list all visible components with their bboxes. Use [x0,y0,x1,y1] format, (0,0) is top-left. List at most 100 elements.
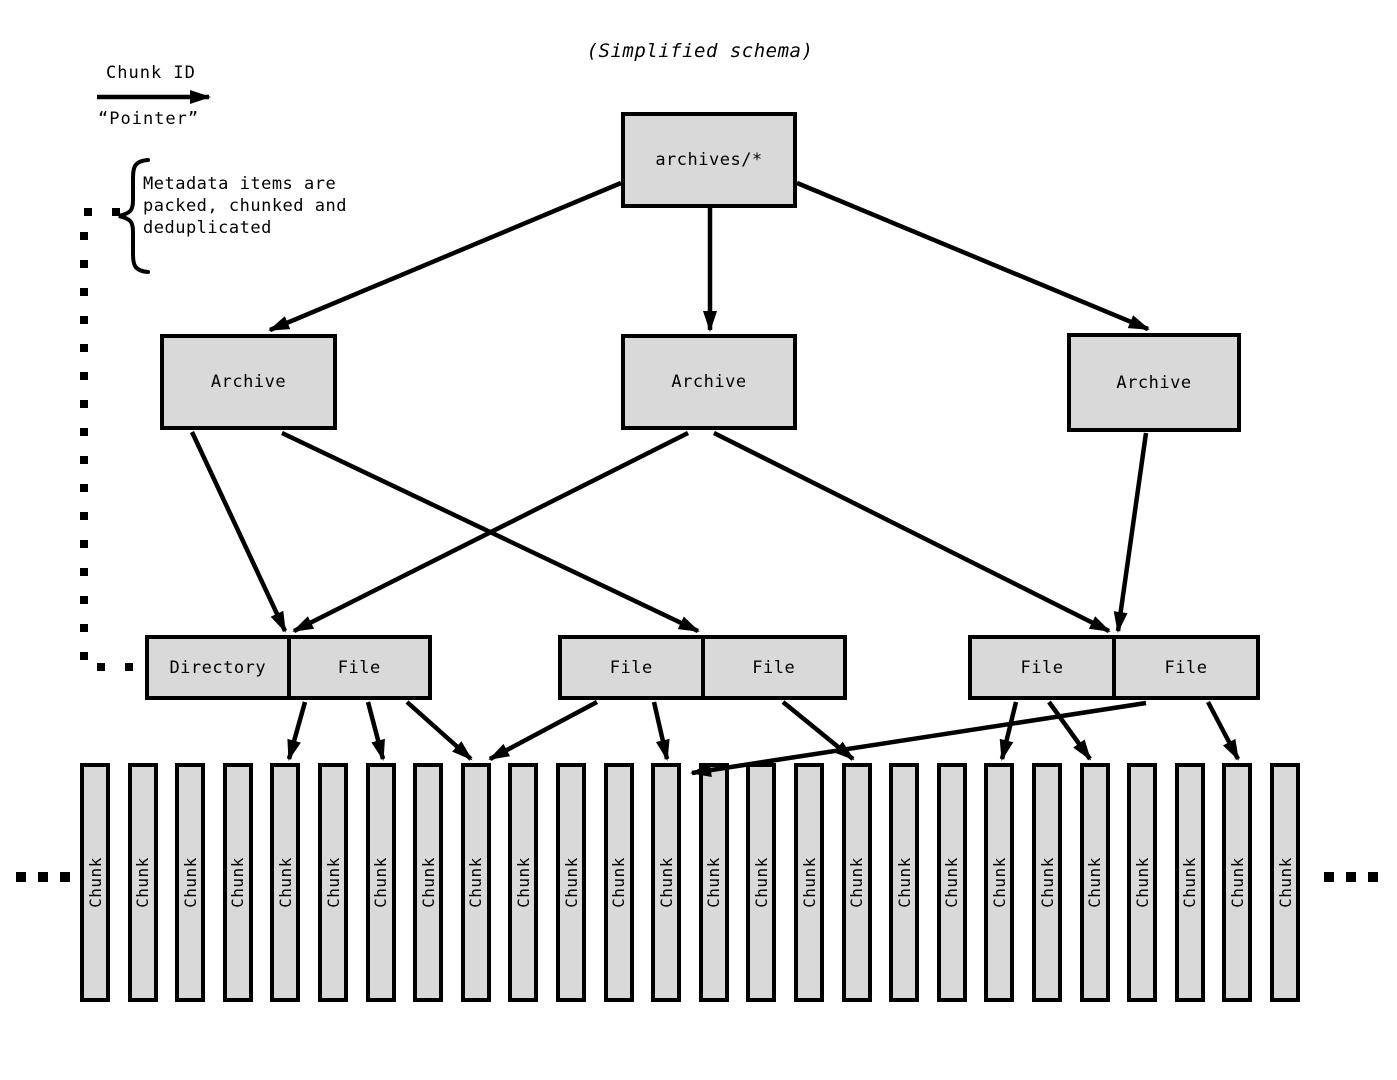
ellipsis-dot [1346,872,1356,882]
chunk-box: Chunk [794,763,824,1002]
node-file: File [1112,639,1256,696]
chunk-label: Chunk [847,857,867,908]
ellipsis-left [16,872,70,882]
dotted-connector [80,208,141,671]
node-file: File [700,639,844,696]
chunk-label: Chunk [513,857,533,908]
chunk-label: Chunk [1085,857,1105,908]
annotation-line: Metadata items are [143,174,337,194]
arrow-pair2file1-to-chunk9 [488,700,599,761]
ellipsis-dot [38,872,48,882]
ellipsis-dot [1324,872,1334,882]
chunk-label: Chunk [1275,857,1295,908]
arrow-archive2-to-pair1 [292,430,690,634]
node-file: File [286,639,429,696]
ellipsis-dot [60,872,70,882]
chunk-box: Chunk [698,763,729,1002]
ellipsis-dot [16,872,26,882]
chunk-box: Chunk [80,763,110,1002]
chunk-label: Chunk [1037,857,1057,908]
chunk-label: Chunk [894,857,914,908]
node-label: Directory [169,657,267,678]
chunk-box: Chunk [175,763,206,1002]
legend-pointer-label: “Pointer” [98,109,200,129]
chunk-box: Chunk [508,763,539,1002]
node-label: File [1020,657,1064,678]
chunk-label: Chunk [228,857,248,908]
chunk-label: Chunk [799,857,819,908]
node-directory: Directory [149,639,287,696]
chunk-box: Chunk [1032,763,1062,1002]
chunk-box: Chunk [603,763,634,1002]
chunk-box: Chunk [127,763,158,1002]
chunk-box: Chunk [222,763,253,1002]
arrow-archive1-to-pair1 [189,431,288,633]
node-archive-1: Archive [160,334,337,430]
chunk-box: Chunk [318,763,348,1002]
chunk-label: Chunk [1132,857,1152,908]
node-file: File [972,639,1112,696]
node-label: Archive [1116,372,1192,393]
chunk-box: Chunk [556,763,586,1002]
node-label: archives/* [655,150,763,170]
chunk-label: Chunk [180,857,200,908]
chunk-label: Chunk [85,857,105,908]
arrow-pair3file1-to-chunk20 [999,701,1019,761]
node-label: File [337,657,381,678]
chunk-label: Chunk [989,857,1009,908]
chunk-box: Chunk [1174,763,1205,1002]
node-archives-root: archives/* [621,112,797,208]
chunk-label: Chunk [1227,857,1247,908]
chunk-box: Chunk [936,763,967,1002]
arrow-archive1-to-pair2 [281,430,700,634]
chunk-label: Chunk [133,857,153,908]
chunk-box: Chunk [1127,763,1158,1002]
chunk-label: Chunk [656,857,676,908]
chunk-label: Chunk [751,857,771,908]
node-label: Archive [671,372,747,392]
chunk-label: Chunk [609,857,629,908]
pair-file-file-middle: File File [558,635,847,700]
chunk-label: Chunk [942,857,962,908]
node-label: File [1164,657,1208,678]
arrow-pair2file1-to-chunk13 [651,701,670,761]
chunk-box: Chunk [1222,763,1253,1002]
arrow-pair2file2-to-chunk17 [781,700,855,761]
node-archive-2: Archive [621,334,797,430]
chunk-box: Chunk [651,763,682,1002]
diagram-title: (Simplified schema) [586,40,814,62]
annotation-line: deduplicated [143,218,272,238]
chunk-box: Chunk [270,763,301,1002]
chunk-box: Chunk [1079,763,1110,1002]
metadata-annotation: Metadata items are packed, chunked and d… [143,173,347,239]
chunk-label: Chunk [466,857,486,908]
node-label: File [609,657,653,678]
chunk-box: Chunk [889,763,920,1002]
pair-directory-file: Directory File [145,635,432,700]
arrow-pair3file1-to-chunk22 [1047,700,1092,761]
chunk-box: Chunk [746,763,777,1002]
node-label: Archive [210,372,287,392]
chunk-box: Chunk [365,763,396,1002]
node-file: File [562,639,701,696]
chunk-box: Chunk [984,763,1015,1002]
chunk-label: Chunk [704,857,724,908]
node-label: File [752,657,796,678]
chunk-box: Chunk [460,763,491,1002]
chunk-label: Chunk [323,857,343,908]
ellipsis-right [1324,872,1378,882]
arrow-pair1file-to-chunk7 [365,701,386,761]
arrow-archive2-to-pair3 [712,430,1111,634]
ellipsis-dot [1368,872,1378,882]
chunk-box: Chunk [841,763,872,1002]
arrow-pair3file2-to-chunk25 [1206,700,1240,761]
chunk-label: Chunk [275,857,295,908]
arrow-root-to-archive-3 [796,180,1150,332]
legend-chunk-id-label: Chunk ID [106,63,196,83]
node-archive-3: Archive [1067,333,1241,432]
chunk-label: Chunk [418,857,438,908]
arrow-pair1file-to-chunk9 [405,700,473,761]
chunk-label: Chunk [561,857,581,908]
pair-file-file-right: File File [968,635,1260,700]
